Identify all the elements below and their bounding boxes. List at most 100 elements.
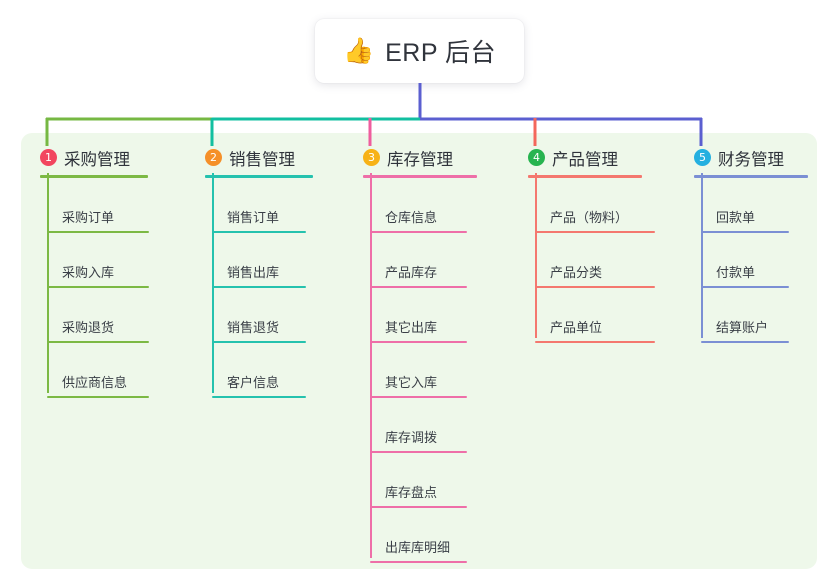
list-item[interactable]: 产品库存	[363, 233, 477, 288]
root-node[interactable]: 👍 ERP 后台	[315, 19, 524, 83]
thumbs-up-icon: 👍	[342, 36, 375, 65]
column-spine-3	[370, 173, 372, 558]
list-item-underline	[47, 286, 149, 288]
column-underline-5	[694, 175, 808, 178]
column-title-1: 采购管理	[64, 150, 130, 169]
list-item-label: 仓库信息	[385, 210, 438, 225]
list-item-label: 产品分类	[550, 265, 603, 280]
list-item[interactable]: 产品单位	[528, 288, 655, 343]
list-item-label: 客户信息	[227, 375, 280, 390]
list-item-underline	[535, 341, 655, 343]
list-item-underline	[701, 286, 789, 288]
list-item-label: 销售出库	[227, 265, 280, 280]
column-items-4: 产品（物料） 产品分类产品单位	[528, 178, 655, 343]
list-item-underline	[535, 286, 655, 288]
list-item[interactable]: 采购退货	[40, 288, 149, 343]
branch-column-1: 1 采购管理采购订单采购入库采购退货供应商信息	[40, 145, 149, 398]
list-item[interactable]: 付款单	[694, 233, 808, 288]
branch-column-5: 5 财务管理回款单付款单结算账户	[694, 145, 808, 343]
list-item[interactable]: 销售退货	[205, 288, 313, 343]
list-item-label: 结算账户	[716, 320, 769, 335]
column-title-5: 财务管理	[718, 150, 784, 169]
column-badge-2: 2	[205, 149, 222, 166]
list-item[interactable]: 出库库明细	[363, 508, 477, 563]
column-header-3[interactable]: 3 库存管理	[363, 145, 477, 170]
column-title-3: 库存管理	[387, 150, 453, 169]
root-title: ERP 后台	[385, 39, 497, 67]
branch-column-3: 3 库存管理仓库信息产品库存其它出库其它入库库存调拨库存盘点出库库明细	[363, 145, 477, 563]
column-header-5[interactable]: 5 财务管理	[694, 145, 808, 170]
column-spine-5	[701, 173, 703, 338]
list-item[interactable]: 供应商信息	[40, 343, 149, 398]
column-spine-1	[47, 173, 49, 393]
list-item[interactable]: 库存调拨	[363, 398, 477, 453]
list-item[interactable]: 产品分类	[528, 233, 655, 288]
list-item-label: 产品（物料）	[550, 210, 629, 225]
column-items-3: 仓库信息产品库存其它出库其它入库库存调拨库存盘点出库库明细	[363, 178, 477, 563]
list-item[interactable]: 其它出库	[363, 288, 477, 343]
list-item-underline	[370, 231, 467, 233]
list-item-label: 采购入库	[62, 265, 115, 280]
diagram-panel	[21, 133, 817, 569]
list-item-label: 产品库存	[385, 265, 438, 280]
column-badge-5: 5	[694, 149, 711, 166]
column-title-4: 产品管理	[552, 150, 618, 169]
column-header-4[interactable]: 4 产品管理	[528, 145, 642, 170]
list-item[interactable]: 采购入库	[40, 233, 149, 288]
column-badge-1: 1	[40, 149, 57, 166]
column-underline-3	[363, 175, 477, 178]
list-item-underline	[535, 231, 655, 233]
list-item-underline	[47, 396, 149, 398]
list-item[interactable]: 采购订单	[40, 178, 149, 233]
list-item-underline	[701, 231, 789, 233]
column-items-5: 回款单付款单结算账户	[694, 178, 808, 343]
column-underline-4	[528, 175, 642, 178]
list-item-label: 产品单位	[550, 320, 603, 335]
list-item-label: 销售订单	[227, 210, 280, 225]
list-item-label: 回款单	[716, 210, 756, 225]
list-item-label: 销售退货	[227, 320, 280, 335]
list-item-underline	[212, 396, 306, 398]
list-item[interactable]: 库存盘点	[363, 453, 477, 508]
list-item-label: 库存盘点	[385, 485, 438, 500]
column-header-1[interactable]: 1 采购管理	[40, 145, 148, 170]
list-item[interactable]: 客户信息	[205, 343, 313, 398]
list-item-label: 其它出库	[385, 320, 438, 335]
column-spine-4	[535, 173, 537, 338]
list-item[interactable]: 回款单	[694, 178, 808, 233]
column-spine-2	[212, 173, 214, 393]
list-item-underline	[701, 341, 789, 343]
list-item-underline	[370, 506, 467, 508]
list-item[interactable]: 仓库信息	[363, 178, 477, 233]
column-items-2: 销售订单销售出库销售退货客户信息	[205, 178, 313, 398]
list-item-label: 采购订单	[62, 210, 115, 225]
list-item-underline	[370, 451, 467, 453]
column-underline-1	[40, 175, 148, 178]
list-item-underline	[212, 231, 306, 233]
list-item[interactable]: 销售出库	[205, 233, 313, 288]
list-item-underline	[212, 341, 306, 343]
column-badge-4: 4	[528, 149, 545, 166]
list-item-label: 出库库明细	[385, 540, 451, 555]
list-item[interactable]: 销售订单	[205, 178, 313, 233]
list-item[interactable]: 产品（物料）	[528, 178, 655, 233]
list-item-label: 采购退货	[62, 320, 115, 335]
list-item-underline	[370, 286, 467, 288]
list-item-underline	[47, 231, 149, 233]
list-item-underline	[370, 341, 467, 343]
list-item-underline	[212, 286, 306, 288]
list-item-underline	[47, 341, 149, 343]
list-item-underline	[370, 396, 467, 398]
list-item-label: 其它入库	[385, 375, 438, 390]
list-item-label: 库存调拨	[385, 430, 438, 445]
branch-column-4: 4 产品管理产品（物料） 产品分类产品单位	[528, 145, 655, 343]
list-item-label: 付款单	[716, 265, 756, 280]
list-item-label: 供应商信息	[62, 375, 128, 390]
column-badge-3: 3	[363, 149, 380, 166]
list-item-underline	[370, 561, 467, 563]
list-item[interactable]: 结算账户	[694, 288, 808, 343]
list-item[interactable]: 其它入库	[363, 343, 477, 398]
